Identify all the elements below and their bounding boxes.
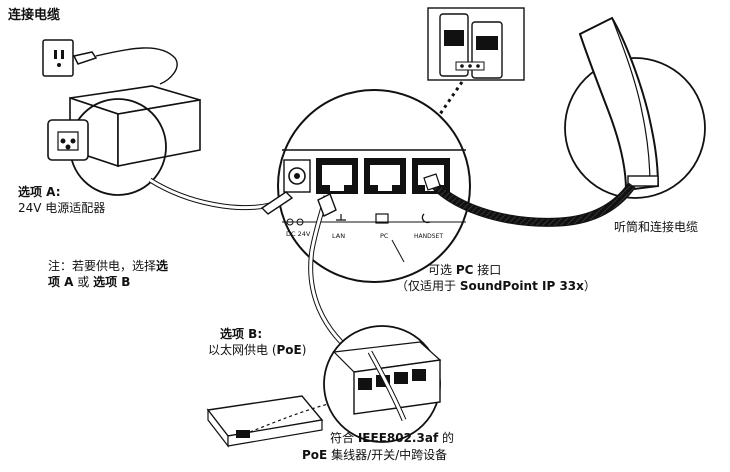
optional-pc-label: 可选 PC 接口 [428, 262, 501, 278]
option-b-title: 选项 B: [220, 327, 263, 341]
optional-pc-suffix: 接口 [473, 263, 502, 277]
option-b-desc: 以太网供电 (PoE) [208, 342, 306, 358]
phone-rear-thumbnail [427, 7, 525, 81]
note-line-2: 项 A 或 选项 B [48, 274, 130, 290]
optional-pc-note-model: SoundPoint IP 33x [459, 279, 584, 293]
poe-switch-icon [206, 395, 329, 448]
optional-pc-note-prefix: （仅适用于 [396, 279, 460, 293]
optional-pc-prefix: 可选 [428, 263, 456, 277]
optional-pc-note-suffix: ） [583, 279, 596, 293]
handset-icon [564, 16, 706, 199]
port-label-dc: DC 24V [286, 230, 311, 238]
note-or: 或 [73, 275, 90, 289]
note-option-a-part2: 项 A [48, 275, 74, 289]
option-a-title: 选项 A: [18, 185, 61, 199]
poe-line1-prefix: 符合 [330, 431, 358, 445]
poe-label-line2: PoE 集线器/开关/中跨设备 [302, 447, 447, 463]
optional-pc-bold: PC [455, 263, 474, 277]
option-b-desc-poe: PoE [276, 343, 302, 357]
poe-line2-bold: PoE [302, 448, 328, 462]
port-label-handset: HANDSET [414, 233, 443, 240]
wall-outlet-icon [42, 39, 178, 85]
power-adapter-icon [47, 85, 201, 196]
note-prefix: 注：若要供电，选择 [48, 259, 157, 273]
poe-line2-suffix: 集线器/开关/中跨设备 [327, 448, 448, 462]
poe-label-line1: 符合 IEEE802.3af 的 [330, 430, 454, 446]
handset-cable-label: 听筒和连接电缆 [614, 220, 699, 234]
option-a-desc: 24V 电源适配器 [18, 201, 106, 215]
option-b-desc-prefix: 以太网供电 ( [208, 343, 277, 357]
note-option-b: 选项 B [93, 275, 131, 289]
phone-ports-panel: DC 24V LAN PC HANDSET [277, 89, 471, 283]
port-label-pc: PC [380, 232, 389, 240]
note-line-1: 注：若要供电，选择选 [48, 258, 168, 274]
port-label-lan: LAN [332, 232, 345, 240]
poe-ports-zoom [323, 325, 442, 443]
option-b-desc-suffix: ) [301, 343, 307, 357]
optional-pc-note: （仅适用于 SoundPoint IP 33x） [396, 278, 596, 294]
poe-line1-standard: IEEE802.3af [357, 431, 439, 445]
poe-line1-suffix: 的 [438, 431, 454, 445]
note-option-a-part1: 选 [156, 259, 169, 273]
connect-cable-title: 连接电缆 [8, 8, 61, 23]
